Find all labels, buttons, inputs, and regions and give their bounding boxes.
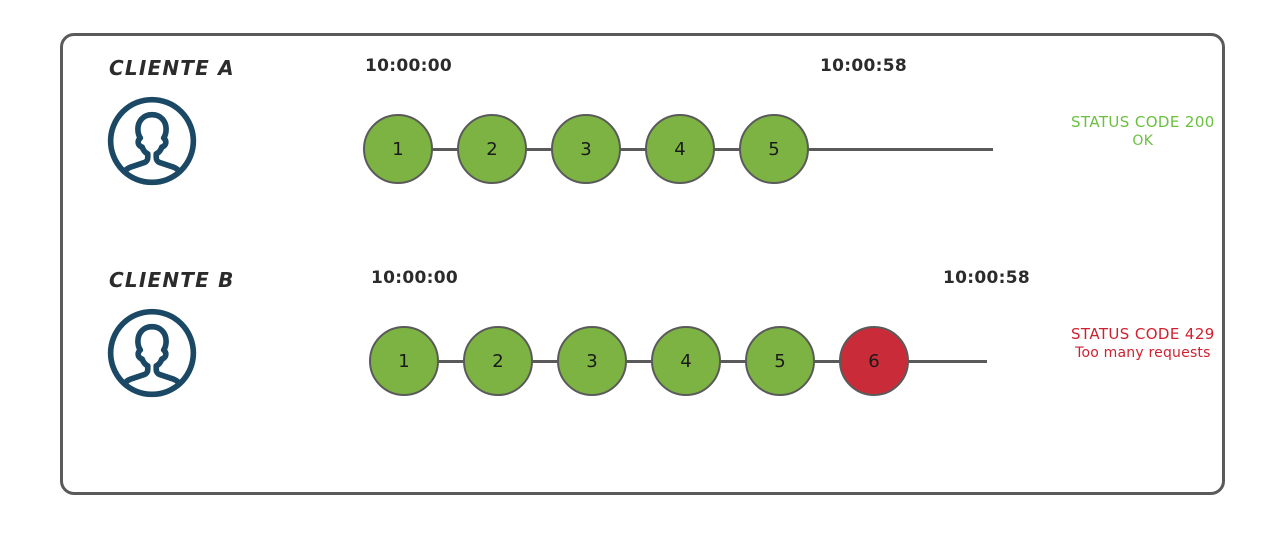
node-connector	[531, 359, 559, 363]
user-avatar-icon	[107, 96, 197, 186]
timeline-a: 10:00:00 10:00:58 1 2 3 4	[303, 56, 1215, 256]
status-code-label-a: STATUS CODE 200	[1071, 113, 1215, 131]
client-identity-b: CLIENTE B	[103, 268, 293, 404]
request-node-number: 3	[586, 350, 598, 372]
request-node[interactable]: 1	[363, 114, 433, 184]
request-node-number: 3	[580, 138, 592, 160]
request-node[interactable]: 2	[457, 114, 527, 184]
request-node-number: 1	[392, 138, 404, 160]
request-node[interactable]: 1	[369, 326, 439, 396]
node-connector	[713, 147, 741, 151]
timeline-b: 10:00:00 10:00:58 1 2 3 4	[303, 268, 1215, 468]
timestamp-start-a: 10:00:00	[365, 56, 452, 76]
status-message-a: OK	[1132, 133, 1154, 150]
response-line-b	[907, 359, 987, 363]
request-node-number: 4	[674, 138, 686, 160]
client-label-a: CLIENTE A	[109, 56, 235, 80]
node-connector	[437, 359, 465, 363]
node-connector	[813, 359, 841, 363]
user-avatar-icon	[107, 308, 197, 398]
request-nodes-a: 1 2 3 4 5	[363, 94, 993, 204]
response-line-a	[807, 147, 993, 151]
request-node[interactable]: 2	[463, 326, 533, 396]
timestamp-start-b: 10:00:00	[371, 268, 458, 288]
request-node-rejected[interactable]: 6	[839, 326, 909, 396]
status-badge-b: STATUS CODE 429 Too many requests	[1071, 324, 1215, 363]
request-node[interactable]: 5	[739, 114, 809, 184]
node-connector	[719, 359, 747, 363]
status-badge-a: STATUS CODE 200 OK	[1071, 112, 1215, 151]
client-row-b: CLIENTE B 10:00:00 10:00:58 1 2	[63, 268, 1222, 468]
request-node-number: 4	[680, 350, 692, 372]
status-message-b: Too many requests	[1075, 345, 1211, 362]
avatar-a	[103, 94, 293, 192]
node-connector	[625, 359, 653, 363]
client-row-a: CLIENTE A 10:00:00 10:00:58 1 2	[63, 56, 1222, 256]
request-node-number: 5	[774, 350, 786, 372]
timestamp-end-b: 10:00:58	[943, 268, 1030, 288]
node-connector	[431, 147, 459, 151]
request-node-number: 5	[768, 138, 780, 160]
node-connector	[619, 147, 647, 151]
diagram-frame: CLIENTE A 10:00:00 10:00:58 1 2	[60, 33, 1225, 495]
client-label-b: CLIENTE B	[109, 268, 235, 292]
avatar-b	[103, 306, 293, 404]
timestamp-end-a: 10:00:58	[820, 56, 907, 76]
request-node-number: 1	[398, 350, 410, 372]
request-node[interactable]: 5	[745, 326, 815, 396]
request-node-number: 2	[486, 138, 498, 160]
request-node[interactable]: 4	[645, 114, 715, 184]
request-node[interactable]: 3	[551, 114, 621, 184]
client-identity-a: CLIENTE A	[103, 56, 293, 192]
status-code-label-b: STATUS CODE 429	[1071, 325, 1215, 343]
request-node-number: 6	[868, 350, 880, 372]
request-node-number: 2	[492, 350, 504, 372]
request-node[interactable]: 3	[557, 326, 627, 396]
request-nodes-b: 1 2 3 4 5 6	[369, 306, 987, 416]
request-node[interactable]: 4	[651, 326, 721, 396]
node-connector	[525, 147, 553, 151]
